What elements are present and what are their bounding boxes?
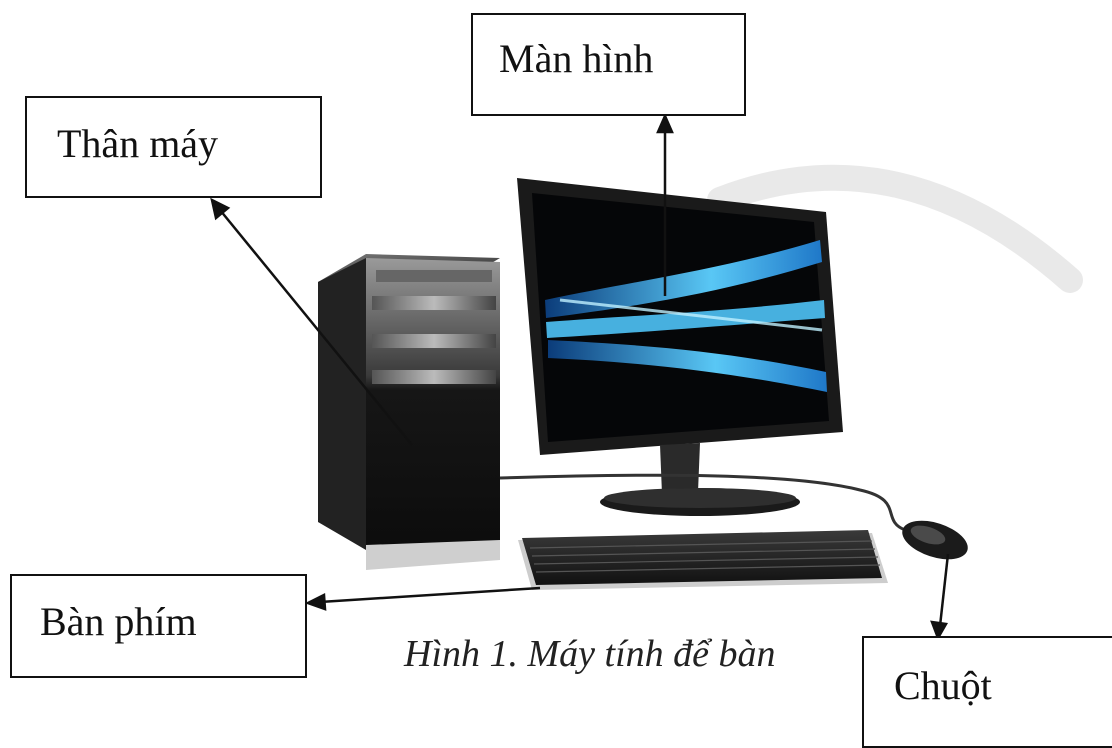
label-box-monitor: Màn hình — [471, 13, 746, 116]
arrows — [210, 112, 950, 641]
label-keyboard: Bàn phím — [40, 599, 197, 644]
keyboard — [518, 530, 888, 590]
label-mouse: Chuột — [894, 663, 992, 708]
label-box-keyboard: Bàn phím — [10, 574, 307, 678]
arrow-case — [219, 209, 413, 446]
monitor — [517, 178, 843, 516]
label-case: Thân máy — [57, 121, 219, 166]
mouse-cable — [499, 473, 906, 532]
mouse — [902, 520, 968, 560]
arrow-keyboard — [319, 586, 541, 604]
computer-case — [318, 254, 500, 570]
screen-wave — [545, 240, 822, 318]
figure-caption: Hình 1. Máy tính để bàn — [404, 633, 776, 675]
label-box-case: Thân máy — [25, 96, 322, 198]
label-box-mouse: Chuột — [862, 636, 1112, 748]
background-swoosh — [707, 164, 1083, 293]
label-monitor: Màn hình — [499, 36, 654, 81]
arrow-mouse — [938, 553, 950, 627]
